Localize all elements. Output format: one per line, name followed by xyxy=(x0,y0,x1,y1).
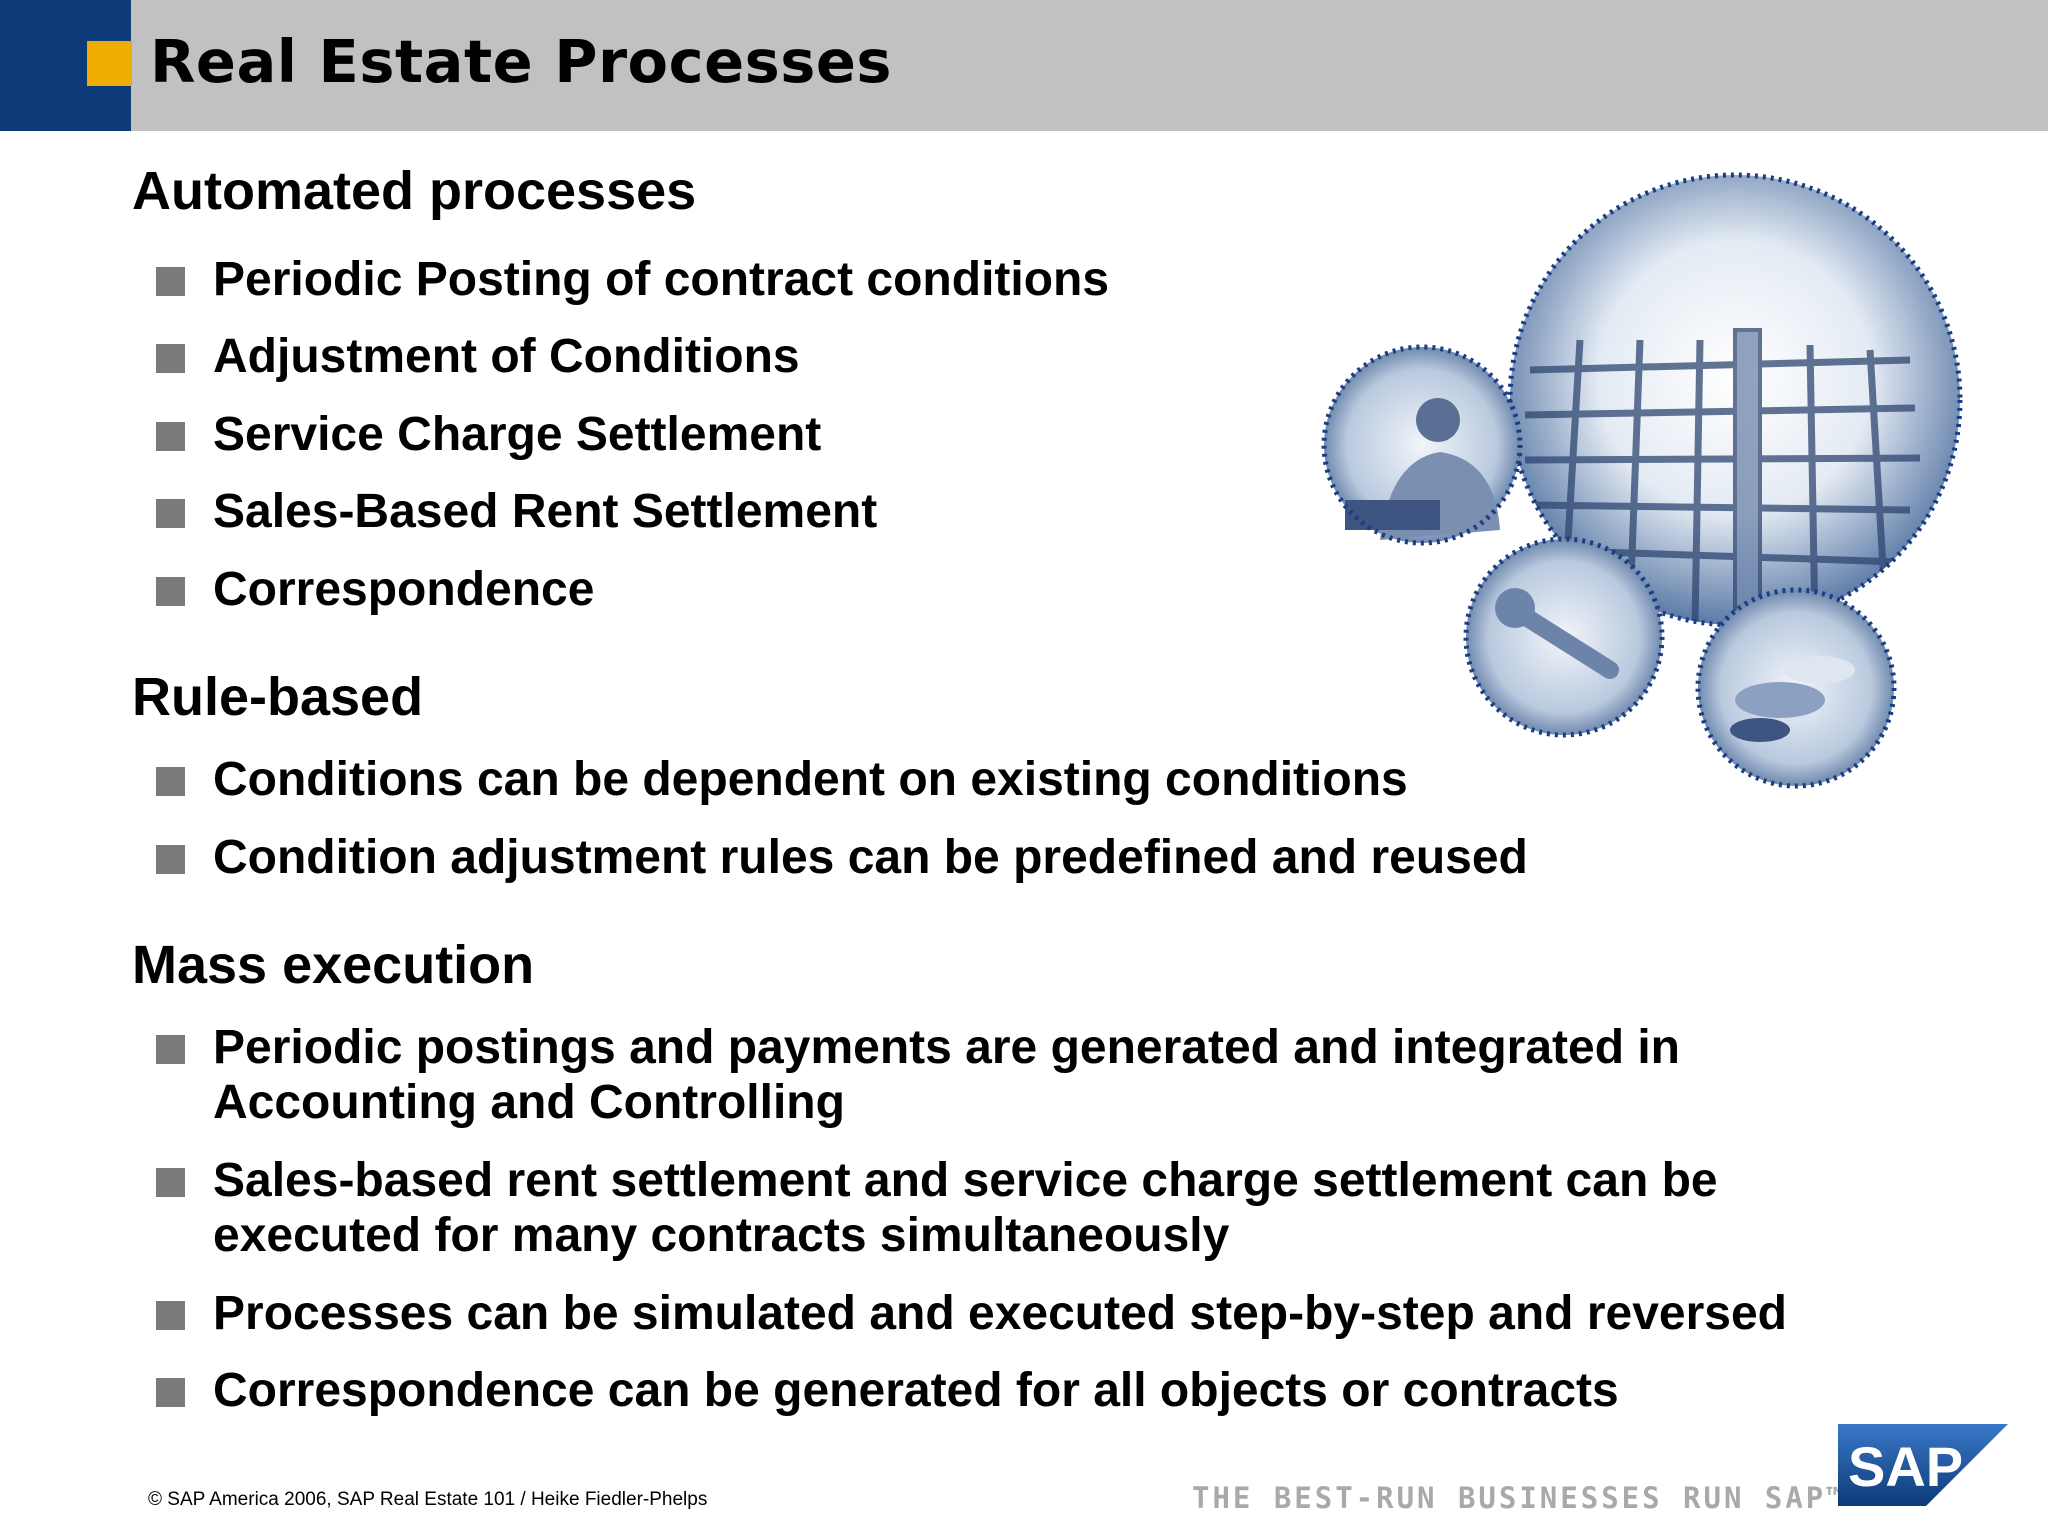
list-item: Correspondence can be generated for all … xyxy=(156,1363,1619,1418)
header-accent-square xyxy=(87,41,132,86)
coins-photo xyxy=(1695,587,1897,789)
list-item: Condition adjustment rules can be predef… xyxy=(156,830,1528,885)
list-item: Periodic Posting of contract conditions xyxy=(156,252,1109,307)
section-heading-automated: Automated processes xyxy=(132,161,697,221)
list-item-continuation: executed for many contracts simultaneous… xyxy=(156,1208,1229,1263)
footer-tagline: THE BEST-RUN BUSINESSES RUN SAP™ xyxy=(1192,1481,1847,1515)
sap-logo: SAP xyxy=(1838,1424,2008,1506)
list-item: Sales-Based Rent Settlement xyxy=(156,484,877,539)
footer-copyright: © SAP America 2006, SAP Real Estate 101 … xyxy=(148,1489,708,1510)
list-item-continuation: Accounting and Controlling xyxy=(156,1075,845,1130)
illustration-collage xyxy=(1321,172,1963,789)
list-item: Service Charge Settlement xyxy=(156,407,821,462)
list-item-continuation-text: Accounting and Controlling xyxy=(213,1076,845,1129)
list-item-continuation-text: executed for many contracts simultaneous… xyxy=(213,1209,1230,1262)
list-item: Adjustment of Conditions xyxy=(156,329,800,384)
section-heading-mass-execution: Mass execution xyxy=(132,935,535,995)
list-item: Correspondence xyxy=(156,562,594,617)
list-item: Conditions can be dependent on existing … xyxy=(156,752,1408,807)
section-heading-rule-based: Rule-based xyxy=(132,667,424,727)
wrench-photo xyxy=(1463,536,1665,738)
page-title: Real Estate Processes xyxy=(150,27,892,96)
list-item: Processes can be simulated and executed … xyxy=(156,1286,1787,1341)
list-item: Sales-based rent settlement and service … xyxy=(156,1153,1718,1208)
header-bar xyxy=(0,0,2048,131)
businessman-phone-photo xyxy=(1321,344,1523,546)
list-item: Periodic postings and payments are gener… xyxy=(156,1020,1680,1075)
sap-logo-text: SAP xyxy=(1848,1435,1963,1498)
